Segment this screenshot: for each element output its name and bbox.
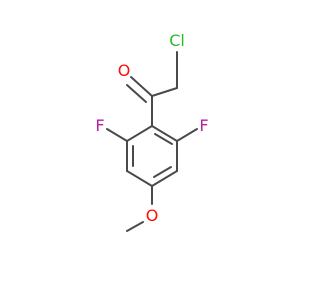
bond-ether-methyl [126, 221, 144, 232]
bond-ring-c6-c1 [126, 125, 153, 142]
atom-fluorine-right: F [199, 116, 208, 135]
atom-chlorine: Cl [169, 31, 185, 50]
molecule-diagram: Cl O F F O [95, 31, 209, 232]
bond-aromatic-inner-1 [154, 133, 173, 145]
bond-ring-c4-c5 [126, 170, 153, 187]
atom-oxygen-carbonyl: O [118, 61, 131, 80]
bond-ring-c3-c4 [151, 170, 178, 187]
atom-oxygen-ether: O [146, 206, 159, 225]
bond-carbonyl-double-1 [130, 76, 153, 97]
bond-aromatic-inner-2 [153, 166, 172, 178]
bond-ring-c1-c2 [151, 125, 178, 142]
bond-carbonyl-ch2 [151, 87, 178, 97]
bonds [106, 51, 198, 232]
atom-fluorine-left: F [95, 116, 104, 135]
bond-ring-f-left [106, 128, 128, 142]
molecule-structure: Cl O F F O [95, 31, 209, 232]
bond-carbonyl-double-2 [126, 84, 147, 103]
bond-ring-f-right [176, 128, 198, 142]
